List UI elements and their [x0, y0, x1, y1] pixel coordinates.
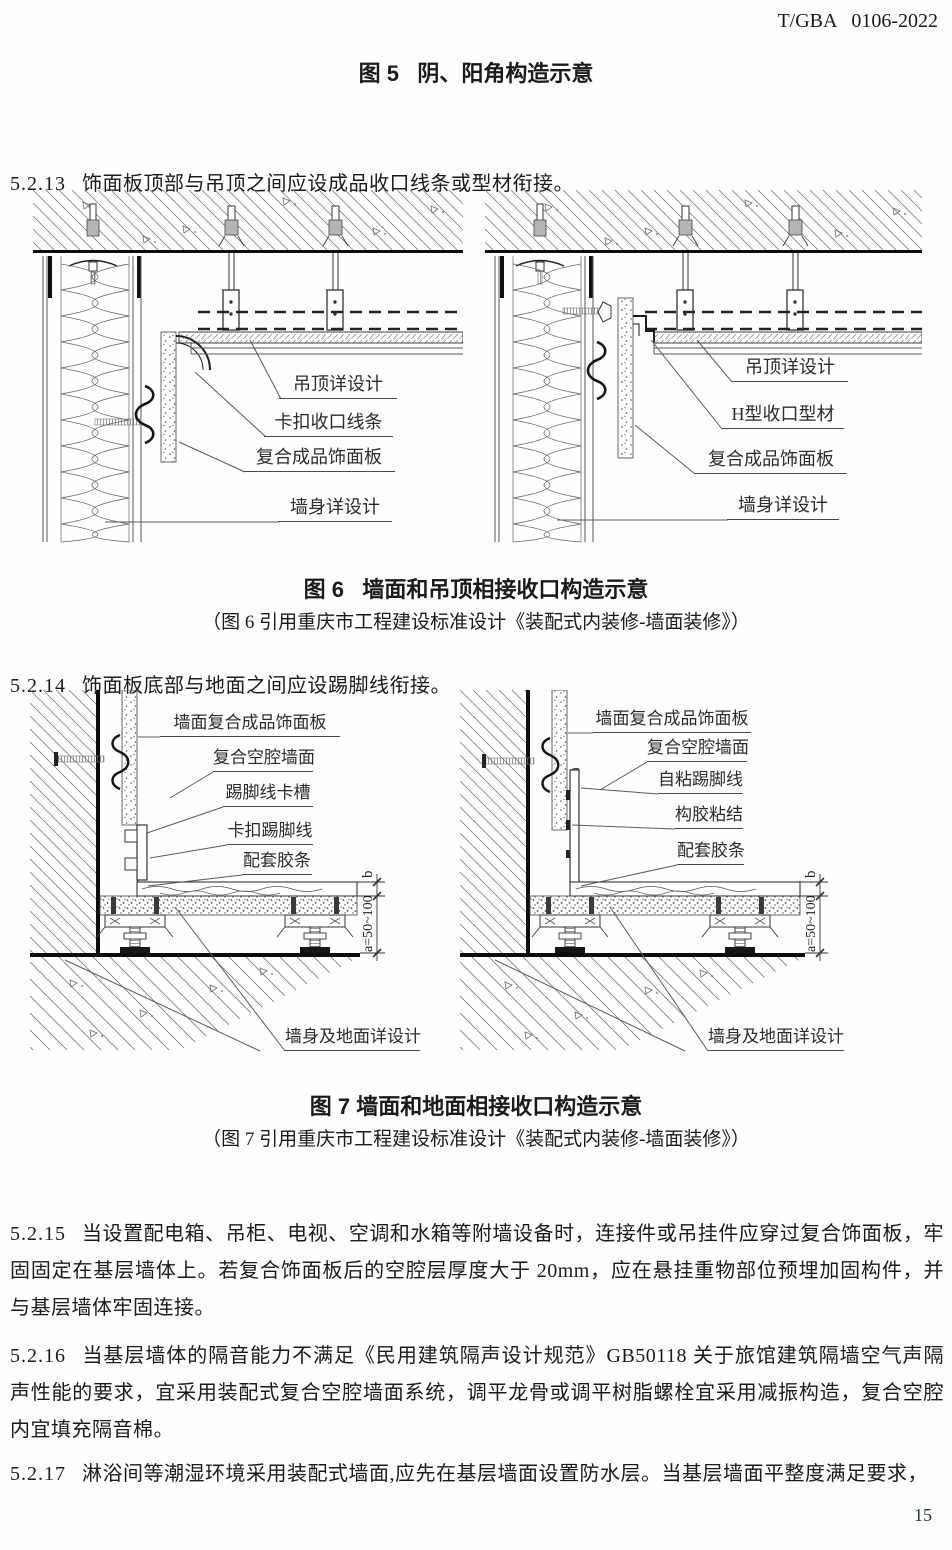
dimension-lines — [800, 874, 828, 961]
hanger-right — [322, 205, 349, 331]
dim-a: a=50~100 — [804, 895, 819, 952]
figure7-left-graphic: b a=50~100 — [30, 690, 385, 1052]
figure6-right-graphic — [485, 190, 922, 543]
section-number: 5.2.15 — [10, 1223, 66, 1245]
diagram-label: 吊顶详设计 — [732, 355, 848, 382]
dim-b: b — [803, 871, 819, 879]
dim-a: a=50~100 — [361, 895, 376, 952]
pedestal — [701, 897, 779, 953]
figure7-right-graphic: b a=50~100 — [460, 690, 828, 1052]
diagram-label: 复合空腔墙面 — [213, 747, 315, 772]
section-text: 饰面板顶部与吊顶之间应设成品收口线条或型材衔接。 — [82, 173, 574, 195]
section-number: 5.2.17 — [10, 1463, 66, 1485]
section-number: 5.2.13 — [10, 173, 66, 195]
diagram-label: 墙身及地面详设计 — [708, 1026, 844, 1051]
section-text: 淋浴间等潮湿环境采用装配式墙面,应先在基层墙面设置防水层。当基层墙面平整度满足要… — [82, 1463, 928, 1485]
section-number: 5.2.16 — [10, 1345, 66, 1367]
section-text: 当设置配电箱、吊柜、电视、空调和水箱等附墙设备时，连接件或吊挂件应穿过复合饰面板… — [10, 1223, 944, 1319]
diagram-label: 复合成品饰面板 — [243, 445, 395, 472]
diagram-label: 自粘踢脚线 — [658, 769, 743, 794]
figure6-left-graphic — [33, 190, 463, 543]
diagram-label: 卡扣踢脚线 — [227, 820, 313, 845]
figure6-citation: （图 6 引用重庆市工程建设标准设计《装配式内装修-墙面装修》） — [202, 612, 750, 633]
diagram-label: 复合空腔墙面 — [647, 737, 749, 762]
doc-code-header: T/GBA 0106-2022 — [777, 10, 938, 32]
diagram-label: 墙面复合成品饰面板 — [160, 712, 340, 737]
hanger-right — [782, 205, 809, 331]
section-text: 当基层墙体的隔音能力不满足《民用建筑隔声设计规范》GB50118 关于旅馆建筑隔… — [10, 1345, 944, 1441]
diagram-label: 复合成品饰面板 — [695, 447, 847, 474]
figure5-title: 图 5 阴、阳角构造示意 — [358, 61, 594, 86]
diagram-label: 墙身详设计 — [727, 493, 839, 520]
figure7-left-diagram: b a=50~100 墙面复合成品饰面板 复合空腔墙面 踢脚线卡槽 卡扣踢脚线 … — [30, 690, 462, 1068]
diagram-label: 配套胶条 — [677, 840, 745, 865]
diagram-label: 卡扣收口线条 — [264, 410, 393, 437]
page-number: 15 — [914, 1505, 932, 1525]
diagram-label: H型收口型材 — [722, 402, 844, 429]
diagram-label: 踢脚线卡槽 — [223, 782, 313, 807]
diagram-label: 墙身详设计 — [278, 495, 392, 522]
dimension-lines — [357, 874, 385, 961]
diagram-label: 配套胶条 — [242, 850, 312, 875]
pedestal — [96, 897, 174, 953]
diagram-label: 墙面复合成品饰面板 — [593, 708, 751, 733]
figure7-right-diagram: b a=50~100 墙面复合成品饰面板 复合空腔墙面 自粘踢脚线 构胶粘结 配… — [460, 690, 930, 1068]
diagram-label: 构胶粘结 — [675, 804, 743, 829]
figure7-title: 图 7 墙面和地面相接收口构造示意 — [309, 1094, 643, 1119]
dim-b: b — [360, 871, 376, 879]
pedestal — [531, 897, 609, 953]
figure6-right-diagram: 吊顶详设计 H型收口型材 复合成品饰面板 墙身详设计 — [485, 190, 922, 548]
section-5-2-17: 5.2.17 淋浴间等潮湿环境采用装配式墙面,应先在基层墙面设置防水层。当基层墙面… — [10, 1456, 944, 1493]
section-5-2-13: 5.2.13 饰面板顶部与吊顶之间应设成品收口线条或型材衔接。 — [10, 166, 944, 203]
section-text: 饰面板底部与地面之间应设踢脚线衔接。 — [82, 675, 451, 697]
pedestal — [276, 897, 354, 953]
figure6-left-diagram: 吊顶详设计 卡扣收口线条 复合成品饰面板 墙身详设计 — [33, 190, 463, 548]
figure7-citation: （图 7 引用重庆市工程建设标准设计《装配式内装修-墙面装修》） — [202, 1129, 750, 1150]
diagram-label: 吊顶详设计 — [279, 372, 397, 399]
hanger-left — [218, 205, 245, 331]
diagram-label: 墙身及地面详设计 — [285, 1026, 421, 1051]
figure6-title: 图 6 墙面和吊顶相接收口构造示意 — [303, 577, 649, 602]
